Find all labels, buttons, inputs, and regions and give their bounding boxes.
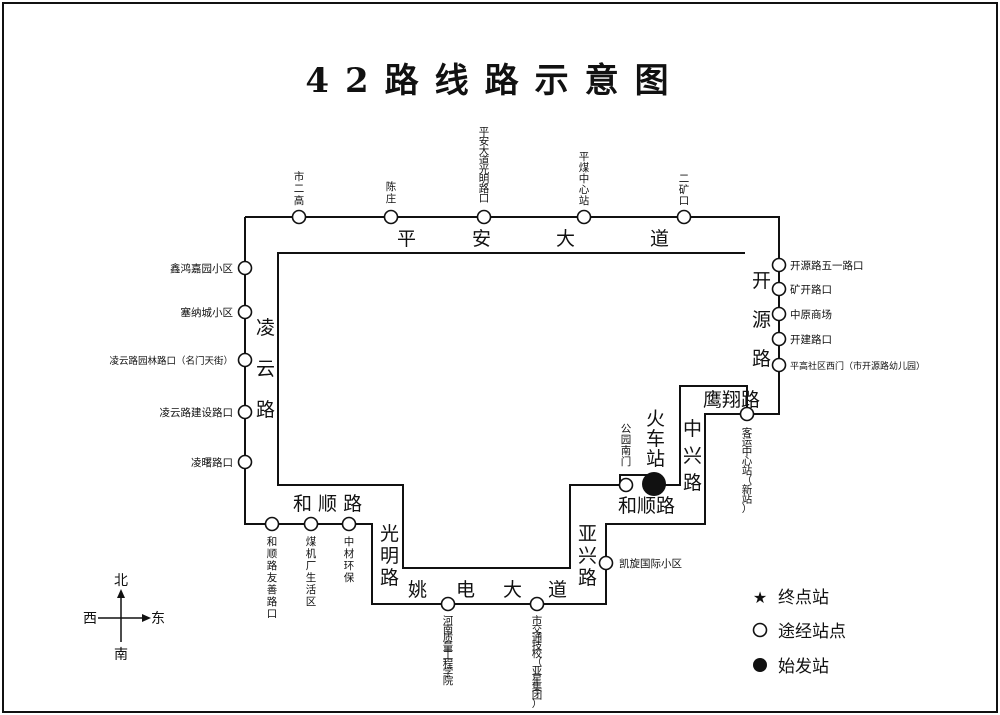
road-zhongxing-3: 路 [683,472,702,494]
compass-rose: 北 南 东 西 [83,573,165,663]
stop-label-vertical: 陈庄 [386,180,397,205]
road-yaodian-1: 姚 [408,579,427,601]
legend-origin-marker [753,658,767,672]
stop-label-vertical: 公园南门 [621,423,632,468]
road-guangming-2: 明 [380,545,399,567]
stop-marker [771,257,787,273]
road-lingyun-1: 凌 [256,317,275,339]
legend-terminal: 终点站 [778,588,829,608]
stop-marker [771,331,787,347]
road-kaiyuan-2: 源 [752,309,771,331]
legend-via-marker [752,622,768,638]
road-lingyun-3: 路 [256,399,275,421]
stop-marker [771,306,787,322]
legend-via: 途经站点 [778,622,846,642]
stop-label-vertical: 煤机厂生活区 [306,535,317,608]
road-heshun-left: 和 顺 路 [293,493,362,515]
legend: ★ 终点站 途经站点 始发站 [752,588,846,677]
arrow-right-icon [142,614,151,622]
road-yaodian-3: 大 [503,579,522,601]
stop-marker [771,281,787,297]
road-yaodian-2: 电 [456,579,475,601]
stop-marker [676,209,692,225]
stop-label: 平高社区西门（市开源路幼儿园） [790,360,925,372]
stop-label: 矿开路口 [790,283,832,296]
stop-marker [264,516,280,532]
stop-label: 中原商场 [790,308,832,321]
road-huochezhan-2: 车 [646,428,665,450]
page-title: 42路线路示意图 [305,61,684,101]
road-lingyun-2: 云 [256,358,275,380]
stop-marker [237,404,253,420]
compass-east: 东 [151,611,165,627]
road-guangming-3: 路 [380,567,399,589]
stop-marker [341,516,357,532]
road-yaodian-4: 道 [548,579,567,601]
road-huochezhan-3: 站 [646,448,665,470]
stop-marker [237,352,253,368]
stop-marker [237,260,253,276]
road-yingxiang: 鹰翔路 [703,389,760,411]
stop-marker [576,209,592,225]
stop-label-vertical: 市交通技校（亚星集团） [532,614,543,710]
route-line-outer [245,216,780,569]
stop-label: 鑫鸿嘉园小区 [170,262,233,275]
stop-label: 凯旋国际小区 [619,557,682,570]
legend-origin: 始发站 [778,657,829,677]
stop-label: 开建路口 [790,333,832,346]
road-yaxing-3: 路 [578,567,597,589]
road-pingan-2: 安 [472,228,491,250]
stop-marker [237,304,253,320]
stop-label-vertical: 客运中心站（新站） [742,426,753,515]
stop-label-vertical: 二矿口 [679,173,690,207]
stop-marker [476,209,492,225]
compass-south: 南 [114,647,128,663]
stop-marker [237,454,253,470]
road-guangming-1: 光 [380,523,399,545]
road-zhongxing-1: 中 [683,418,702,440]
road-heshun-right: 和顺路 [618,495,675,517]
stop-marker [291,209,307,225]
road-pingan-1: 平 [397,228,416,250]
road-pingan-4: 道 [650,228,669,250]
stop-marker [383,209,399,225]
stop-label-vertical: 河南质量工程学院 [443,615,454,687]
stop-label-vertical: 平安大道光明路口 [479,126,490,205]
stop-label: 凌云路园林路口（名门天街） [109,355,233,367]
stop-label: 凌曙路口 [191,456,233,469]
compass-north: 北 [114,573,128,589]
arrow-up-icon [117,589,125,598]
stop-marker [739,406,755,422]
stop-label: 开源路五一路口 [790,259,864,272]
origin-station-marker [642,472,666,496]
stop-label-vertical: 平煤中心站 [579,151,590,207]
stop-marker [598,555,614,571]
road-zhongxing-2: 兴 [683,445,702,467]
star-icon: ★ [753,588,767,607]
compass-west: 西 [83,611,97,627]
stop-marker [303,516,319,532]
route-line-west [244,217,747,605]
stop-label-vertical: 中材环保 [344,535,355,584]
stop-label-vertical: 和顺路友善路口 [267,536,278,620]
stop-marker [618,477,634,493]
road-kaiyuan-3: 路 [752,348,771,370]
stop-marker [529,596,545,612]
road-pingan-3: 大 [556,228,575,250]
stop-marker [771,357,787,373]
stop-marker [440,596,456,612]
road-kaiyuan-1: 开 [752,270,771,292]
stop-label-vertical: 市二高 [294,170,305,207]
road-yaxing-1: 亚 [578,523,597,545]
road-huochezhan-1: 火 [646,408,665,430]
road-yaxing-2: 兴 [578,545,597,567]
stop-label: 塞纳城小区 [181,306,234,319]
stop-label: 凌云路建设路口 [160,406,234,419]
